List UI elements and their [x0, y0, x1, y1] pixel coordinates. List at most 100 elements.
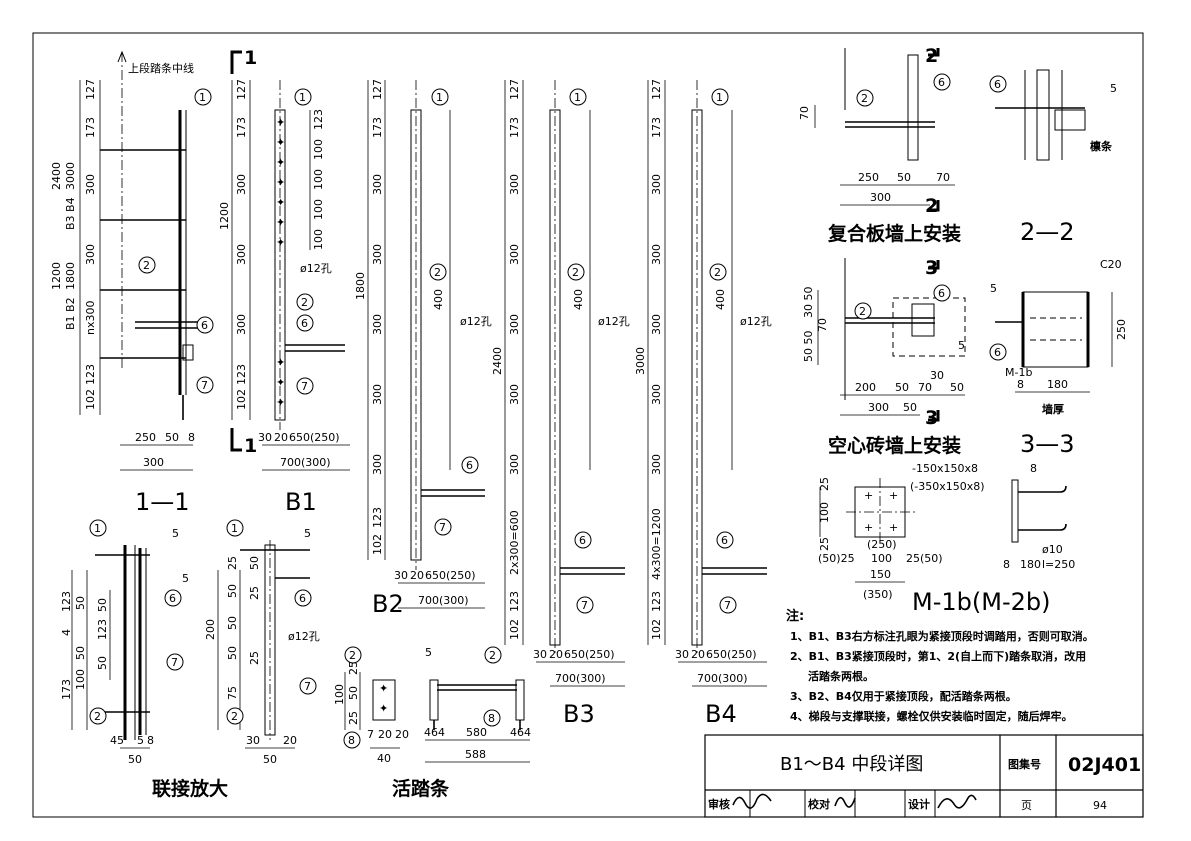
b1-stile: [274, 109, 286, 421]
callout: [431, 88, 449, 106]
dim-text: 25: [818, 537, 831, 551]
plate-size-alt: (-350x150x8): [910, 480, 985, 493]
callout: [569, 88, 587, 106]
note-line: 1、B1、B3右方标注孔眼为紧接顶段时调踏用，否则可取消。: [790, 629, 1094, 643]
page-label: 页: [1021, 799, 1032, 812]
embedded-plate: [892, 297, 966, 357]
hole-label: ø12孔: [288, 630, 320, 643]
callout-text: 2: [94, 710, 101, 723]
dim-text: 123: [96, 619, 109, 640]
callout-text: 7: [171, 656, 178, 669]
dim-text: 150: [870, 568, 891, 581]
weld-size: 5: [182, 572, 189, 585]
callout-text: 2: [489, 649, 496, 662]
dim-text: 400: [714, 289, 727, 310]
dim-text: 50: [248, 556, 261, 570]
callout: [574, 531, 592, 549]
section-mark: [928, 200, 940, 212]
dim-text: 70: [936, 171, 950, 184]
dim-text: 102: [650, 619, 663, 640]
callout: [294, 589, 312, 607]
atlas-label: 图集号: [1008, 757, 1041, 771]
dim-text: 25: [818, 477, 831, 491]
callout: [989, 343, 1007, 361]
review-label: 审核: [708, 797, 730, 811]
callout: [856, 89, 874, 107]
dim-text: 100: [312, 139, 325, 160]
dim-text: 300: [650, 314, 663, 335]
dim-text: 300: [508, 314, 521, 335]
dim-text: 180: [1020, 558, 1041, 571]
purlin-label: 檩条: [1090, 139, 1113, 153]
wall-thickness-label: 墙厚: [1042, 402, 1064, 416]
notes-block: 注: 1、B1、B3右方标注孔眼为紧接顶段时调踏用，否则可取消。 2、B1、B3…: [786, 608, 1094, 723]
bolt-length: l=250: [1042, 558, 1075, 571]
title-block-frame: [704, 734, 1144, 818]
dim-text: 20: [410, 569, 424, 582]
bolt-hole: +: [889, 489, 898, 502]
dim-text: 300: [650, 384, 663, 405]
dim-text: 3000: [64, 162, 77, 190]
callout: [226, 707, 244, 725]
callout: [933, 73, 951, 91]
callout-text: 2: [434, 266, 441, 279]
dim-text: 1200: [50, 262, 63, 290]
design-label: 设计: [908, 797, 930, 811]
dim-text: 650(250): [289, 431, 340, 444]
callout: [196, 376, 214, 394]
check-label: 校对: [808, 797, 830, 811]
callout: [226, 519, 244, 537]
bolt-dia: ø10: [1042, 543, 1063, 556]
dim-text: 700(300): [555, 672, 606, 685]
dim-text: nx300: [84, 301, 97, 335]
hole-label: ø12孔: [740, 315, 772, 328]
hole-mark: ✦: [276, 396, 285, 409]
dim-text: 75: [226, 686, 239, 700]
view-title-composite: 复合板墙上安装: [827, 222, 961, 245]
dim-text: 1200: [218, 202, 231, 230]
callout: [716, 531, 734, 549]
dim-text: 30: [930, 369, 944, 382]
dim-text: 20: [283, 734, 297, 747]
dim-text: 700(300): [697, 672, 748, 685]
dim-text: 464: [424, 726, 445, 739]
dim-text: 173: [235, 117, 248, 138]
section-mark-number: 3: [925, 407, 938, 429]
section-mark-bottom: [230, 428, 242, 452]
dim-text: (250): [867, 538, 897, 551]
dim-text: 650(250): [564, 648, 615, 661]
callout-text: 2: [714, 266, 721, 279]
callout-text: 1: [436, 91, 443, 104]
dim-text: 8: [1017, 378, 1024, 391]
dim-text: 123: [235, 364, 248, 385]
section-mark: [928, 410, 940, 422]
view-movable-rung: ✦ ✦ 100 25 50 25 7 20 20 40 2 8 464 580 …: [333, 646, 531, 800]
section-mark-top-number: 1: [244, 47, 257, 69]
callout-text: 8: [348, 734, 355, 747]
plate-size: -150x150x8: [912, 462, 978, 475]
callout-text: 2: [861, 92, 868, 105]
callout: [854, 302, 872, 320]
dim-text: 700(300): [418, 594, 469, 607]
hole-mark: ✦: [276, 216, 285, 229]
view-title-b2: B2: [372, 590, 404, 618]
view-title-b1: B1: [285, 488, 317, 516]
dim-text: 30: [258, 431, 272, 444]
dim-text: 100: [818, 502, 831, 523]
view-title-b4: B4: [705, 700, 737, 728]
callout-text: 6: [201, 319, 208, 332]
callout: [164, 589, 182, 607]
dim-text: 173: [650, 117, 663, 138]
dim-text: 300: [508, 384, 521, 405]
dim-text: 8: [1003, 558, 1010, 571]
dim-text: 300: [235, 314, 248, 335]
dim-text: 2x300=600: [508, 510, 521, 575]
callout: [89, 519, 107, 537]
callout: [194, 88, 212, 106]
dim-text: 250: [858, 171, 879, 184]
callout: [89, 707, 107, 725]
dim-text: 127: [84, 79, 97, 100]
view-title-movable-rung: 活踏条: [392, 777, 450, 800]
purlin-channel: [1054, 109, 1086, 131]
hole-label: ø12孔: [300, 262, 332, 275]
